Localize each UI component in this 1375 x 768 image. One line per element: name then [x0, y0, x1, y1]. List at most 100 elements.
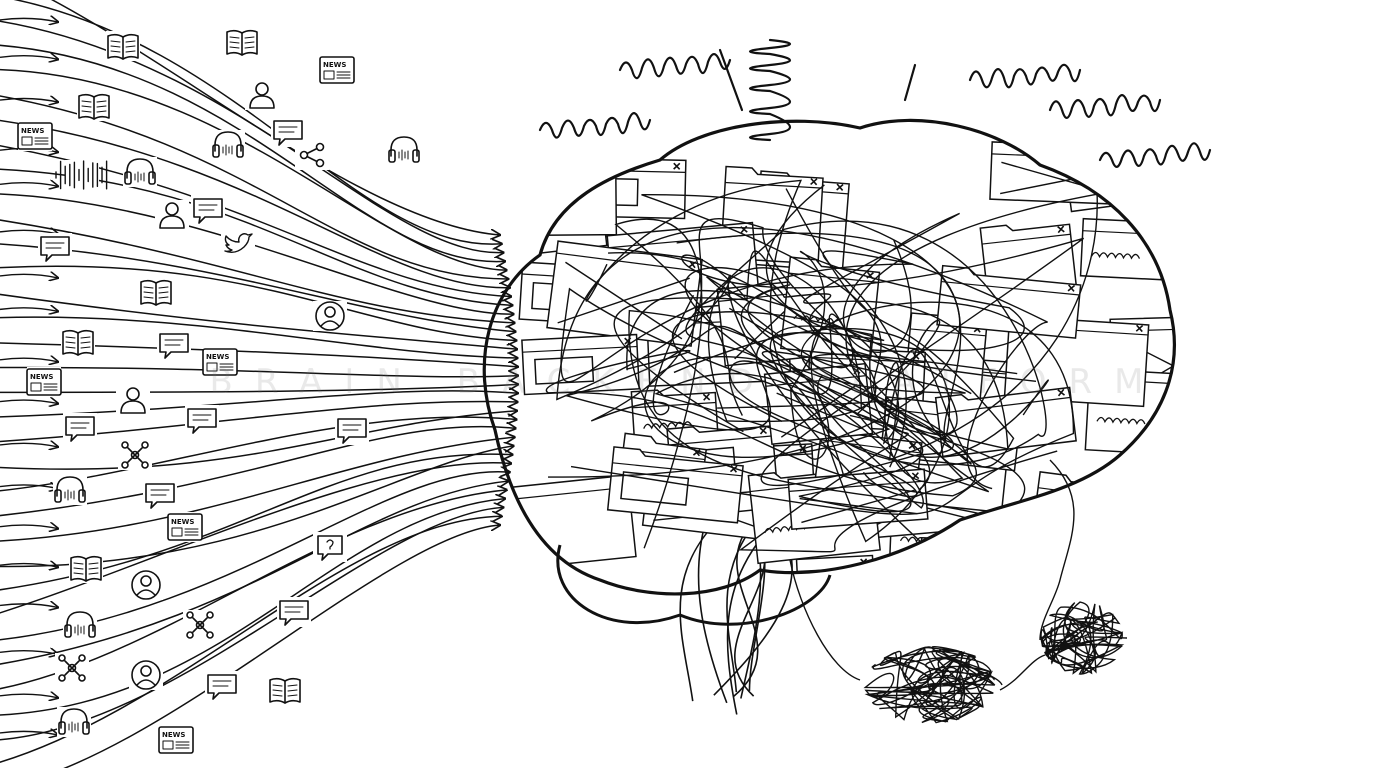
- yarn-thread: [999, 654, 1046, 691]
- stream-line: [0, 366, 518, 376]
- tangle-line: [585, 179, 1047, 475]
- stream-line: [0, 293, 517, 349]
- tangle-ball-small: [1040, 601, 1128, 675]
- stress-scribble: [618, 53, 732, 80]
- window-card: [989, 141, 1143, 206]
- close-icon: [908, 441, 917, 450]
- close-icon: [1067, 284, 1076, 292]
- chat-icon: [191, 195, 225, 225]
- news-label: NEWS: [162, 731, 185, 739]
- short-arrow: [0, 308, 58, 312]
- short-arrow: [0, 651, 58, 655]
- close-icon: [1148, 547, 1156, 556]
- chat-icon: [185, 405, 219, 435]
- stream-line: [0, 481, 508, 665]
- close-icon: [1222, 319, 1228, 325]
- book-icon: [77, 91, 111, 121]
- news-label: NEWS: [323, 61, 346, 69]
- chat-icon: [63, 413, 97, 443]
- stem-line: [726, 519, 759, 693]
- close-icon: [980, 545, 988, 554]
- book-icon: [225, 27, 259, 57]
- news-label: NEWS: [30, 373, 53, 381]
- stream-line: [63, 525, 500, 768]
- stem-line: [697, 519, 728, 704]
- close-icon: [1181, 498, 1187, 504]
- short-arrow: [0, 731, 58, 735]
- short-arrow: [0, 525, 58, 529]
- yarn-thread: [1039, 459, 1075, 641]
- stress-scribble: [748, 38, 792, 142]
- window-card: [606, 446, 744, 524]
- close-icon: [810, 177, 818, 186]
- short-arrow: [0, 99, 58, 103]
- close-icon: [673, 162, 681, 170]
- stream-line: [0, 391, 518, 418]
- stem-line: [679, 519, 719, 702]
- stream-line: [0, 411, 517, 470]
- tangle-ball-large: [863, 645, 1003, 724]
- user-circle-icon: [129, 570, 163, 600]
- window-card: [521, 333, 640, 396]
- person-icon: [155, 200, 189, 230]
- news-icon: NEWS: [26, 367, 62, 397]
- stress-scribble: [538, 112, 652, 139]
- news-label: NEWS: [206, 353, 229, 361]
- media-icons: NEWS NEWS NEWS NEWS NEWS NEWS: [17, 27, 421, 755]
- brain-outline: [482, 118, 1176, 596]
- news-icon: NEWS: [319, 55, 355, 85]
- stream-line: [0, 119, 510, 288]
- headphones-icon: [53, 475, 87, 505]
- stress-scribble: [718, 48, 744, 112]
- headphones-icon: [387, 135, 421, 165]
- network-icon: [55, 653, 89, 683]
- window-card: [1043, 490, 1187, 564]
- book-icon: [69, 553, 103, 583]
- user-circle-icon: [313, 301, 347, 331]
- close-icon: [702, 393, 711, 401]
- close-icon: [1073, 506, 1082, 514]
- close-icon: [1135, 324, 1144, 333]
- stream-line: [0, 219, 515, 322]
- close-icon: [1057, 225, 1065, 234]
- stem-line: [733, 519, 759, 697]
- person-icon: [245, 80, 279, 110]
- tangle-line: [654, 276, 925, 498]
- share-icon: [295, 140, 329, 170]
- headphones-icon: [211, 130, 245, 160]
- close-icon: [759, 426, 768, 435]
- tangle-line: [644, 232, 1037, 458]
- stream-line: [0, 69, 507, 270]
- close-icon: [836, 183, 844, 191]
- short-arrow: [0, 183, 58, 187]
- person-icon: [116, 385, 150, 415]
- short-arrow: [0, 274, 58, 278]
- window-card: [1011, 502, 1092, 591]
- yarn-thread: [789, 559, 861, 681]
- chat-icon: [205, 671, 239, 701]
- news-label: NEWS: [21, 127, 44, 135]
- user-circle-icon: [129, 660, 163, 690]
- stream-line: [0, 243, 516, 331]
- window-card: [1048, 479, 1156, 570]
- window-card: [918, 536, 995, 594]
- news-icon: NEWS: [167, 512, 203, 542]
- book-icon: [268, 675, 302, 705]
- tangle-line: [673, 188, 1015, 543]
- short-arrow: [0, 56, 58, 60]
- short-arrow: [0, 358, 58, 362]
- chat-icon: [38, 233, 72, 263]
- chat-icon: [143, 480, 177, 510]
- close-icon: [603, 160, 611, 168]
- headphones-icon: [57, 707, 91, 737]
- news-icon: NEWS: [17, 121, 53, 151]
- close-icon: [1130, 138, 1139, 147]
- chat-icon: [157, 330, 191, 360]
- brain: [482, 118, 1228, 715]
- stream-line: [0, 499, 505, 716]
- tangled-yarn-balls: [789, 459, 1128, 724]
- stream-line: [0, 384, 518, 394]
- tangle-line: [570, 301, 1075, 516]
- stream-line: [0, 446, 514, 568]
